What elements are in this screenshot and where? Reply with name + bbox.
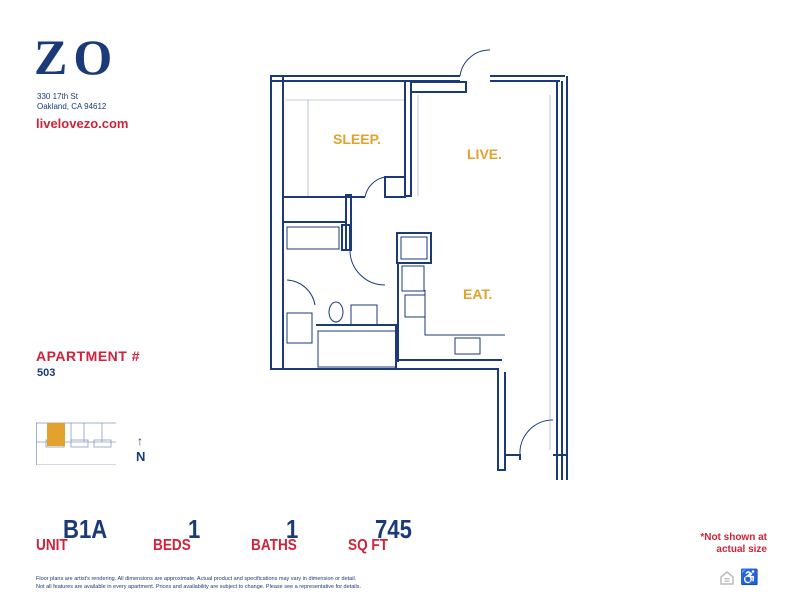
kitchen-sink xyxy=(454,337,481,355)
room-label-sleep: SLEEP. xyxy=(333,131,381,147)
north-label: N xyxy=(136,449,146,464)
toilet xyxy=(328,301,344,323)
beds-label: BEDS xyxy=(153,537,191,554)
address-line-1: 330 17th St xyxy=(37,92,78,101)
baths-value: 1 xyxy=(286,514,299,544)
disclaimer-line-1: Floor plans are artist's rendering. All … xyxy=(36,576,357,582)
dimension-lines xyxy=(285,95,551,450)
bathroom-door-swing xyxy=(349,249,386,286)
bedroom-door-swing xyxy=(364,176,386,198)
beds-value: 1 xyxy=(188,514,201,544)
building-key-plan xyxy=(36,422,116,465)
bathroom-sink xyxy=(350,304,378,326)
apartment-label: APARTMENT # xyxy=(36,348,141,364)
floor-plan: SLEEP. LIVE. EAT. xyxy=(270,49,568,480)
entry-door-swing xyxy=(459,49,491,77)
unit-highlight xyxy=(47,423,65,446)
note-asterisk: * xyxy=(700,532,705,543)
north-arrow-icon: ↑ xyxy=(137,434,143,448)
address-line-2: Oakland, CA 94612 xyxy=(37,102,107,111)
not-to-scale-note: *Not shown at actual size xyxy=(700,532,767,556)
equal-housing-icon xyxy=(720,571,734,585)
disclaimer-line-2: Not all features are available in every … xyxy=(36,584,361,590)
refrigerator xyxy=(396,232,432,264)
website-link[interactable]: livelovezo.com xyxy=(36,116,129,131)
room-label-live: LIVE. xyxy=(467,146,502,162)
unit-label: UNIT xyxy=(36,537,68,554)
sqft-label: SQ FT xyxy=(348,537,389,554)
stove xyxy=(404,294,426,318)
zo-logo: ZO xyxy=(34,29,119,85)
bathtub xyxy=(286,226,340,250)
closet-door-swing xyxy=(286,279,316,306)
note-line-1: Not shown at xyxy=(704,532,767,543)
note-line-2: actual size xyxy=(716,544,767,555)
sqft-value: 745 xyxy=(375,514,412,544)
apartment-number: 503 xyxy=(37,367,56,379)
baths-label: BATHS xyxy=(251,537,297,554)
wall-left xyxy=(270,75,284,370)
balcony-door-swing xyxy=(519,419,554,456)
room-label-eat: EAT. xyxy=(463,286,492,302)
accessibility-icon: ♿ xyxy=(740,569,759,586)
unit-value: B1A xyxy=(63,514,108,544)
